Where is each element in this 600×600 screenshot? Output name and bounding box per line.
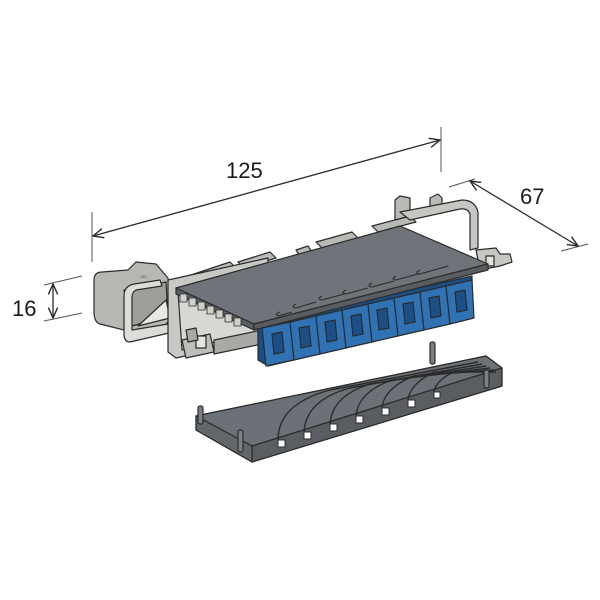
adapter-1 [261,321,295,367]
tray-windows [277,391,441,448]
adapter-6 [393,291,425,337]
adapter-7 [419,285,451,331]
top-slots [275,265,449,317]
extension-line-bottom [43,312,83,322]
dimension-depth [448,178,589,252]
dimension-height [43,275,83,322]
top-plate [175,225,489,331]
dimension-label-length: 125 [226,158,263,183]
dimension-label-depth: 67 [520,184,545,209]
extension-line-front [560,243,589,252]
dimension-arrow-depth [470,181,578,246]
guide-channels [277,361,496,441]
extension-line-top [43,275,83,286]
extension-line-back [448,178,476,188]
dimension-label-height: 16 [12,296,37,321]
comb-teeth [179,293,242,327]
dimension-length [92,127,441,262]
adapter-2 [289,315,321,361]
tray-posts [197,341,490,453]
adapter-3 [315,309,347,355]
dimension-arrow-length [93,140,440,236]
splice-module: LBS [93,193,513,367]
adapter-4 [341,303,373,349]
adapter-row [257,275,475,367]
cable-guide-tray [195,341,503,463]
bracket-marking: LBS [140,275,147,279]
adapter-8 [445,279,475,325]
adapter-5 [367,297,399,343]
